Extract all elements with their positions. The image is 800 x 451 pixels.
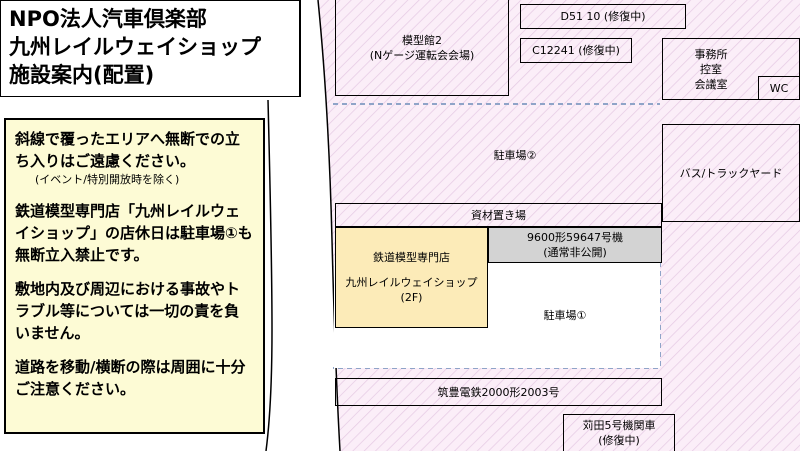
notice-box: 斜線で覆ったエリアへ無断での立ち入りはご遠慮ください。 (イベント/特別開放時を… bbox=[4, 118, 265, 434]
materials-label: 資材置き場 bbox=[471, 208, 526, 222]
c12-label: C12241 (修復中) bbox=[532, 44, 620, 57]
office-box: 事務所 控室 会議室 bbox=[662, 38, 800, 100]
kanda-box: 苅田5号機関車 (修復中) bbox=[563, 414, 675, 451]
model-hall-2-sub: (Nゲージ運転会会場) bbox=[369, 48, 475, 62]
notice-item-2: 鉄道模型専門店「九州レイルウェイショップ」の店休日は駐車場①も無断立入禁止です。 bbox=[15, 202, 253, 264]
office-line-1: 事務所 bbox=[694, 47, 728, 61]
title-line-3: 施設案内(配置) bbox=[9, 63, 155, 87]
loco-9600-line-1: 9600形59647号機 bbox=[527, 231, 623, 244]
wc-box: WC bbox=[758, 76, 800, 100]
kanda-line-2: (修復中) bbox=[598, 434, 640, 447]
chikuho-box: 筑豊電鉄2000形2003号 bbox=[335, 378, 662, 406]
shop-box: 鉄道模型専門店 九州レイルウェイショップ (2F) bbox=[335, 227, 488, 328]
parking-1-label: 駐車場① bbox=[543, 309, 587, 322]
kanda-line-1: 苅田5号機関車 bbox=[582, 419, 656, 432]
title-line-1: NPO法人汽車倶楽部 bbox=[9, 7, 207, 31]
wc-label: WC bbox=[769, 81, 789, 95]
loco-9600-box: 9600形59647号機 (通常非公開) bbox=[488, 227, 662, 263]
road-edge-left bbox=[265, 99, 273, 451]
d51-label: D51 10 (修復中) bbox=[560, 10, 646, 23]
office-line-2: 控室 bbox=[700, 62, 722, 76]
materials-box: 資材置き場 bbox=[335, 203, 662, 227]
notice-item-1: 斜線で覆ったエリアへ無断での立ち入りはご遠慮ください。 (イベント/特別開放時を… bbox=[15, 128, 254, 188]
shop-line-3: (2F) bbox=[400, 291, 423, 304]
chikuho-label: 筑豊電鉄2000形2003号 bbox=[437, 385, 560, 399]
notice-item-1-text: 斜線で覆ったエリアへ無断での立ち入りはご遠慮ください。 bbox=[15, 130, 241, 170]
shop-line-2: 九州レイルウェイショップ bbox=[345, 276, 478, 289]
notice-item-4: 道路を移動/横断の際は周囲に十分ご注意ください。 bbox=[15, 358, 246, 398]
d51-box: D51 10 (修復中) bbox=[520, 4, 686, 29]
model-hall-2: 模型館2 (Nゲージ運転会会場) bbox=[335, 0, 509, 96]
road-edge-right bbox=[317, 0, 341, 451]
parking-2-label: 駐車場② bbox=[493, 149, 537, 162]
notice-item-3: 敷地内及び周辺における事故やトラブル等については一切の責を負いません。 bbox=[15, 280, 241, 342]
shop-line-1: 鉄道模型専門店 bbox=[373, 251, 450, 264]
c12-box: C12241 (修復中) bbox=[520, 38, 632, 63]
loco-9600-line-2: (通常非公開) bbox=[543, 246, 607, 259]
title-box: NPO法人汽車倶楽部 九州レイルウェイショップ 施設案内(配置) bbox=[0, 0, 301, 97]
bus-yard-label: バス/トラックヤード bbox=[679, 166, 783, 180]
model-hall-2-name: 模型館2 bbox=[402, 33, 442, 47]
notice-item-1-sub: (イベント/特別開放時を除く) bbox=[35, 173, 180, 186]
public-area-boundary bbox=[333, 103, 661, 369]
bus-yard-box: バス/トラックヤード bbox=[662, 124, 800, 222]
office-line-3: 会議室 bbox=[694, 77, 728, 91]
title-line-2: 九州レイルウェイショップ bbox=[9, 35, 261, 59]
